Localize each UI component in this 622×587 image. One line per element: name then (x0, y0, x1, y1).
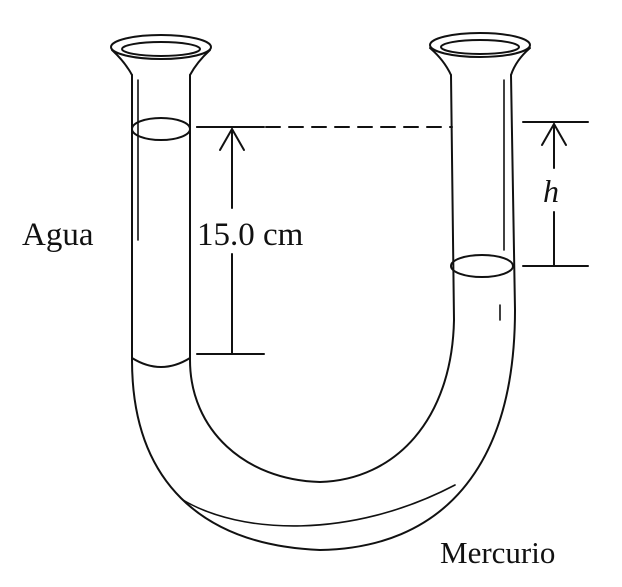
u-tube-inner-wall (189, 74, 455, 483)
water-label: Agua (22, 217, 94, 253)
u-tube-outer-wall (131, 74, 516, 551)
h-label: h (543, 173, 559, 209)
right-tube-mouth (429, 32, 531, 76)
mercury-surface-right (450, 254, 514, 278)
water-mercury-interface (131, 357, 191, 368)
height-value-label: 15.0 cm (197, 217, 304, 253)
water-surface-left (131, 117, 191, 141)
glass-highlights (137, 79, 505, 527)
h-dimension (522, 121, 589, 267)
left-tube-mouth (110, 34, 212, 76)
mercury-label: Mercurio (440, 535, 555, 570)
water-height-dimension (196, 126, 265, 355)
